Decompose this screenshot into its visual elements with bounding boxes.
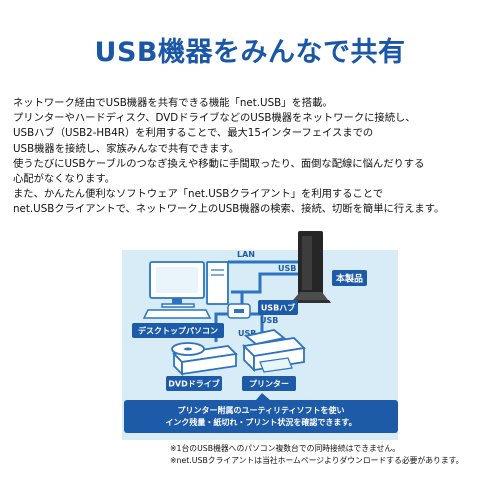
description-line: プリンターやハードディスク、DVDドライブなどのUSB機器をネットワークに接続し… <box>13 112 416 125</box>
description-line: net.USBクライアントで、ネットワーク上のUSB機器の検索、接続、切断を簡単… <box>13 203 445 216</box>
diagram-svg: 本製品 LAN USB USB USB USBハブ デスクトップパソコン <box>122 231 398 440</box>
footnote-line: ※1台のUSB機器へのパソコン複数台での同時接続はできません。 <box>170 444 400 453</box>
callout-box <box>124 400 398 433</box>
router-device <box>290 231 331 303</box>
router-label-box <box>332 270 367 286</box>
usb-label-printer: USB <box>260 316 278 325</box>
printer-label-box <box>242 376 296 391</box>
callout-line-2: インク残量・紙切れ・プリント状況を確認できます。 <box>165 417 356 427</box>
callout-line-1: プリンター附属のユーティリティソフトを使い <box>177 405 344 415</box>
usb-cable-router <box>231 272 304 294</box>
callout-pointer <box>256 393 270 400</box>
description-line: 心配がなくなります。 <box>13 173 115 186</box>
desktop-pc-icon <box>142 261 229 319</box>
usb-label-top: USB <box>278 264 296 273</box>
hub-label-box <box>258 300 298 315</box>
dvd-drive-icon <box>171 342 238 377</box>
hub-label: USBハブ <box>261 303 295 313</box>
router-label: 本製品 <box>336 273 363 285</box>
printer-icon <box>242 329 306 373</box>
dvd-label: DVDドライブ <box>168 379 219 389</box>
desktop-label: デスクトップパソコン <box>138 326 218 336</box>
lan-label: LAN <box>237 250 255 259</box>
description-text: ネットワーク経由でUSB機器を共有できる機能「net.USB」を搭載。 プリンタ… <box>13 96 493 218</box>
page-title: USB機器をみんなで共有 <box>94 37 406 68</box>
usb-label-mid: USB <box>238 329 256 338</box>
footnote-line: ※net.USBクライアントは当社ホームページよりダウンロードする必要があります… <box>170 456 464 465</box>
dvd-label-box <box>166 376 222 391</box>
usb-hub-icon <box>227 303 251 319</box>
description-line: ネットワーク経由でUSB機器を共有できる機能「net.USB」を搭載。 <box>13 97 333 109</box>
network-diagram: 本製品 LAN USB USB USB USBハブ デスクトップパソコン <box>110 222 400 440</box>
printer-label: プリンター <box>249 379 289 389</box>
footnotes: ※1台のUSB機器へのパソコン複数台での同時接続はできません。 ※net.USB… <box>170 443 490 467</box>
description-line: USB機器を接続し、家族みんなで共有できます。 <box>13 142 240 155</box>
description-line: 使うたびにUSBケーブルのつなぎ換えや移動に手間取ったり、面倒な配線に悩んだりす… <box>13 157 425 170</box>
description-line: USBハブ（USB2-HB4R）を利用することで、最大15インターフェイスまでの <box>13 127 374 140</box>
description-line: また、かんたん便利なソフトウェア「net.USBクライアント」を利用することで <box>13 188 384 201</box>
desktop-label-box <box>132 323 224 338</box>
